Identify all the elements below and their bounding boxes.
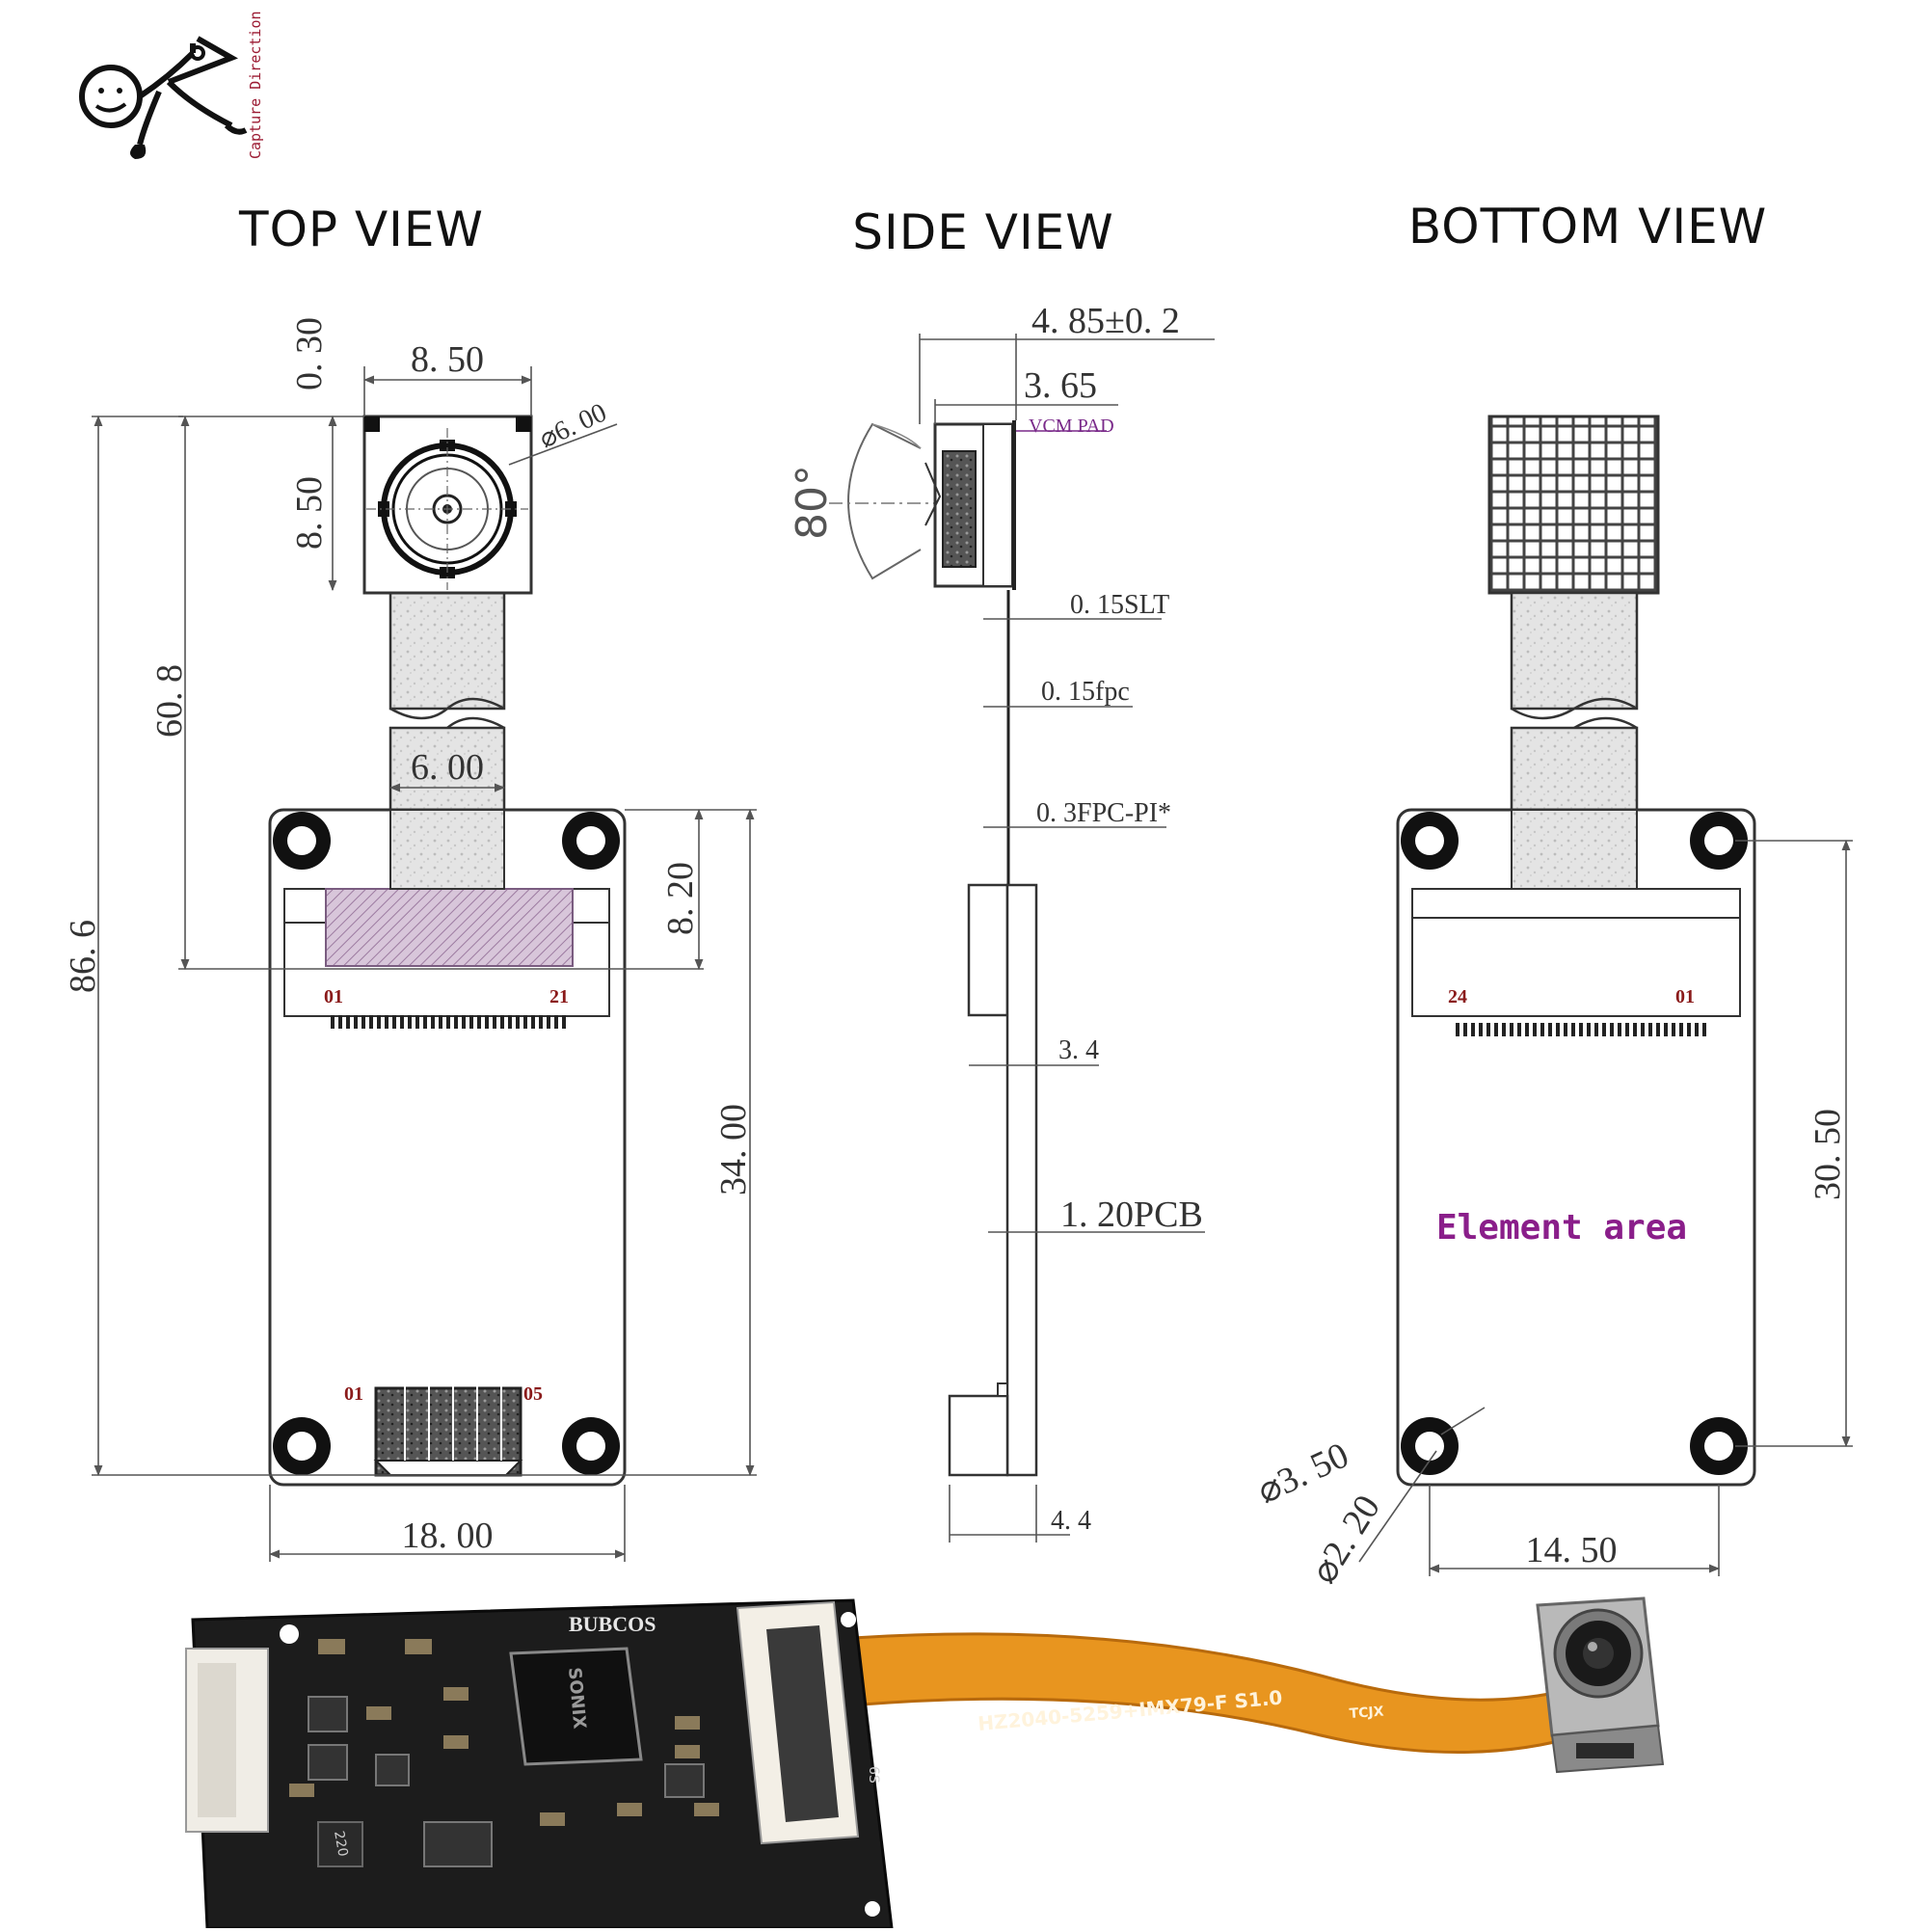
- lens-icon: [366, 428, 528, 590]
- sensor-grid: [1487, 415, 1660, 595]
- dim-lens-height: 8. 50: [289, 476, 330, 550]
- mounting-hole-icon: [1401, 812, 1748, 1475]
- dim-lens-width: 8. 50: [411, 339, 484, 380]
- small-part-label: 220: [331, 1830, 350, 1858]
- dim-total-thickness: 4. 85±0. 2: [1031, 301, 1180, 341]
- bottom-view-pin-left: 24: [1448, 986, 1467, 1007]
- main-chip-photo: [509, 1647, 643, 1766]
- top-conn-pin-right: 21: [549, 986, 569, 1007]
- dim-board-height: 34. 00: [713, 1104, 754, 1195]
- connector-hatched-area: [325, 888, 574, 967]
- stick-figure-logo: [79, 36, 248, 159]
- dim-fpc-length: 60. 8: [149, 664, 190, 738]
- bottom-view-heading: BOTTOM VIEW: [1408, 199, 1767, 255]
- dim-hole-pitch-v: 30. 50: [1808, 1109, 1848, 1200]
- fpc-upper: [388, 591, 506, 711]
- side-view: 80° 4. 85±0. 2 3. 65 VCM PAD 0. 15SLT 0.…: [788, 301, 1215, 1543]
- dim-slt: 0. 15SLT: [1070, 590, 1169, 620]
- dim-offset: 0. 30: [289, 317, 330, 390]
- side-view-heading: SIDE VIEW: [852, 204, 1113, 260]
- dim-bottom-conn: 4. 4: [1051, 1506, 1091, 1536]
- dim-fpc-pi: 0. 3FPC-PI*: [1036, 798, 1171, 828]
- dim-fov: 80°: [788, 465, 837, 540]
- bottom-view-pin-right: 01: [1675, 986, 1695, 1007]
- top-conn-pin-left: 01: [324, 986, 343, 1007]
- top-view: 01 21 01 05 8. 50 0. 30 8. 50 ⌀6. 00 60: [63, 317, 757, 1562]
- dim-connector-offset: 8. 20: [660, 862, 701, 935]
- dim-hole-dia-outer: ⌀3. 50: [1251, 1435, 1354, 1512]
- logo-caption: Capture Direction: [247, 11, 264, 159]
- dim-total-length: 86. 6: [63, 920, 103, 993]
- dim-hole-pitch-h: 14. 50: [1526, 1530, 1618, 1570]
- dim-fpc-width: 6. 00: [411, 747, 484, 788]
- dim-board-width: 18. 00: [402, 1516, 494, 1556]
- edge-mark: 6S: [866, 1766, 881, 1784]
- product-photo: HZ2040-5259+IMX79-F S1.0 TCJX SONIX BUBC…: [185, 1597, 1665, 1930]
- board-brand: BUBCOS: [569, 1612, 656, 1636]
- dim-conn-height: 3. 4: [1058, 1035, 1099, 1065]
- bottom-conn-pin-right: 05: [523, 1383, 543, 1405]
- bottom-view: 24 01 Element area 30. 50 ⌀3. 50 ⌀2. 20 …: [1251, 415, 1853, 1591]
- top-view-heading: TOP VIEW: [238, 201, 484, 257]
- dim-fpc: 0. 15fpc: [1041, 677, 1130, 707]
- fpc-tag: TCJX: [1349, 1704, 1384, 1722]
- dim-module-thickness: 3. 65: [1024, 365, 1097, 406]
- element-area-label: Element area: [1436, 1208, 1687, 1248]
- side-pcb: [1005, 883, 1038, 1477]
- mounting-hole-icon: [273, 812, 620, 1475]
- dim-lens-dia: ⌀6. 00: [535, 397, 611, 454]
- dim-pcb: 1. 20PCB: [1060, 1194, 1203, 1235]
- vcm-pad-label: VCM PAD: [1029, 416, 1114, 437]
- bottom-conn-pin-left: 01: [344, 1383, 363, 1405]
